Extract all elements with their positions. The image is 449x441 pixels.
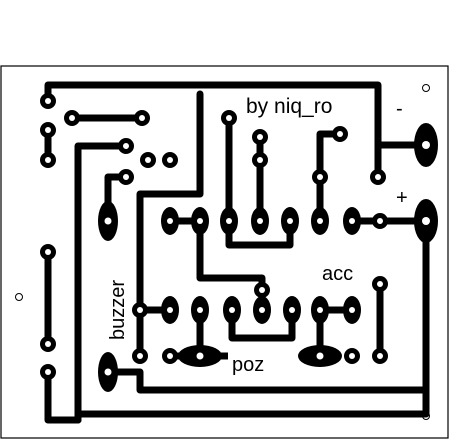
drill-hole [197,218,203,224]
drill-hole [257,218,263,224]
drill-hole [257,134,263,140]
poz-knockout [228,350,276,376]
trace-center-column [136,90,204,360]
drill-hole [104,368,112,376]
drill-hole [337,131,343,137]
drill-hole [137,353,143,359]
drill-hole [123,143,129,149]
drill-hole [167,307,173,313]
drill-hole [145,157,151,163]
buzzer-label: buzzer [107,280,129,340]
trace-left-bottom [44,368,82,424]
trace-plus-down [74,217,430,418]
drill-hole [377,218,383,224]
drill-hole [349,307,355,313]
minus-label: - [396,98,403,120]
drill-hole [229,307,235,313]
drill-hole [257,157,263,163]
drill-hole [289,307,295,313]
drill-hole [226,115,232,121]
drill-hole [226,218,232,224]
trace-buzzer-lower [104,368,430,394]
drill-hole [45,249,51,255]
mounting-hole-top-right [422,84,430,92]
drill-hole [317,307,323,313]
trace-outer-loop [74,142,130,424]
drill-hole [259,307,265,313]
drill-hole [317,218,323,224]
drill-hole [45,98,51,104]
drill-hole [422,217,430,225]
drill-hole [375,174,381,180]
acc-label: acc [322,263,353,285]
drill-hole [104,217,112,225]
drill-hole [317,174,323,180]
board-outline [0,65,449,439]
mounting-hole-left [15,293,23,301]
drill-hole [349,353,355,359]
drill-hole [422,141,430,149]
drill-hole [139,115,145,121]
buzzer-knockout [102,254,130,344]
drill-hole [137,307,143,313]
board-title: by niq_ro [246,95,332,118]
drill-hole [123,174,129,180]
drill-hole [45,369,51,375]
title-knockout [242,92,364,118]
drill-hole [349,218,355,224]
drill-hole [45,127,51,133]
drill-hole [45,341,51,347]
drill-hole [377,353,383,359]
poz-label: poz [232,354,264,376]
acc-knockout [320,262,368,284]
drill-hole [287,218,293,224]
drill-hole [167,218,173,224]
drill-hole [167,353,173,359]
plus-label: + [396,187,408,209]
drill-hole [259,287,265,293]
drill-hole [167,157,173,163]
drill-hole [377,281,383,287]
drill-hole [316,352,324,360]
drill-holes [45,98,430,376]
drill-hole [69,115,75,121]
drill-hole [45,157,51,163]
drill-hole [196,352,204,360]
drill-hole [197,307,203,313]
